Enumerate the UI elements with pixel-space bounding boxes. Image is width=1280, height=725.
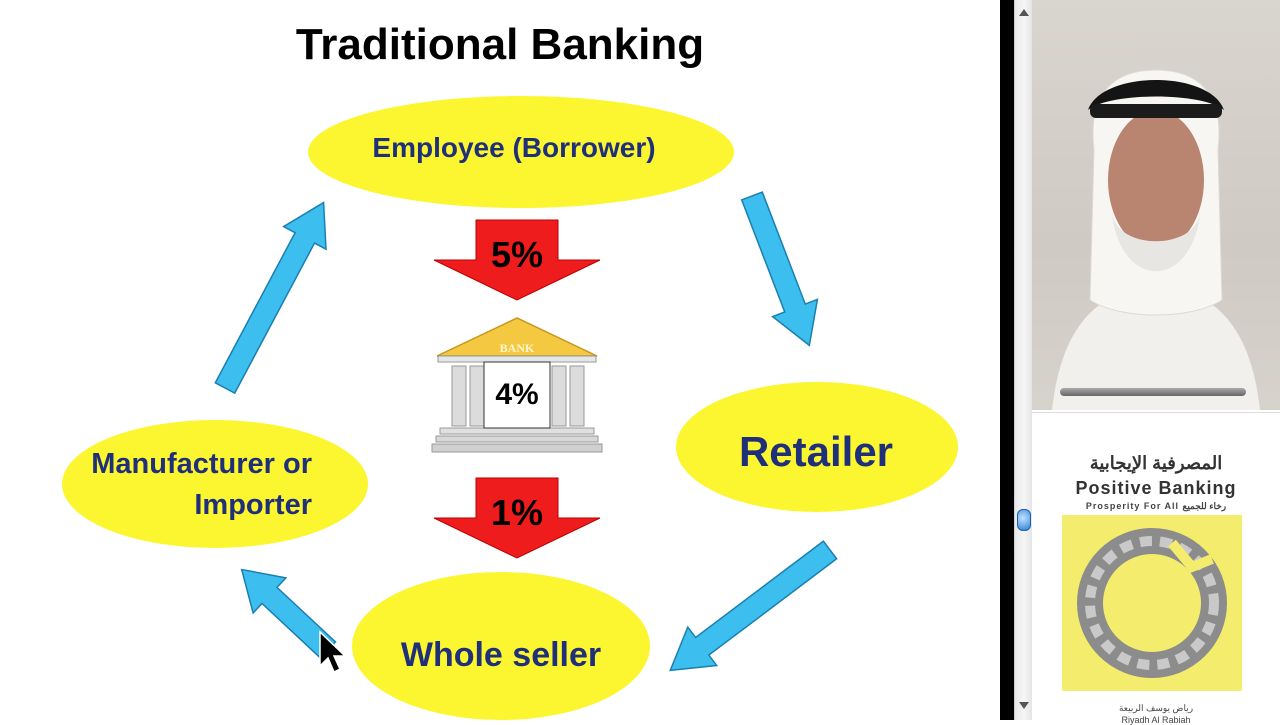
video-progress-bar[interactable] [1060, 388, 1246, 396]
book-subtitle-ar: رخاء للجميع [1182, 501, 1227, 511]
bank-icon: BANK [431, 317, 603, 453]
arrow-retailer-to-wholeseller [669, 540, 838, 672]
node-retailer [676, 382, 958, 512]
book-subtitle: Prosperity For All رخاء للجميع [1032, 501, 1280, 512]
book-cover-image [1062, 515, 1242, 691]
node-employee [308, 96, 734, 208]
node-retailer-label: Retailer [738, 428, 894, 475]
scroll-up-icon[interactable] [1015, 6, 1033, 20]
flow-arrows: BANK [214, 191, 838, 674]
book-subtitle-en: Prosperity For All [1085, 501, 1180, 511]
scroll-down-icon[interactable] [1015, 698, 1033, 712]
bank-sign-text: BANK [500, 341, 535, 355]
mouse-cursor-icon [319, 630, 347, 674]
node-wholeseller [352, 572, 650, 720]
slide-title: Traditional Banking [295, 20, 705, 69]
arrow-manufacturer-to-employee [214, 201, 327, 395]
arrow-employee-to-retailer [740, 191, 819, 347]
scrollbar-track[interactable] [1014, 0, 1033, 720]
node-employee-label: Employee (Borrower) [372, 132, 656, 163]
rate-bottom: 1% [490, 492, 544, 533]
scrollbar-thumb[interactable] [1017, 509, 1031, 531]
presentation-slide: Traditional Banking BANK [62, 20, 958, 720]
rate-top: 5% [490, 234, 544, 275]
node-wholeseller-label: Whole seller [400, 636, 602, 674]
book-advert: المصرفية الإيجابية Positive Banking Pros… [1032, 412, 1280, 725]
book-title: Positive Banking [1075, 478, 1237, 498]
arrow-wholeseller-to-manufacturer [240, 568, 337, 660]
node-manufacturer-label-line1: Manufacturer or [91, 448, 312, 480]
coin-ring-icon [1077, 528, 1227, 678]
node-manufacturer [62, 420, 368, 548]
window-divider [1000, 0, 1014, 720]
book-author: Riyadh Al Rabiah [1121, 715, 1191, 725]
rate-arrow-bottom [433, 477, 601, 559]
rate-bank: 4% [495, 378, 539, 411]
node-manufacturer-label-line2: Importer [194, 489, 312, 521]
webcam-video [1032, 0, 1280, 410]
rate-arrow-top [433, 219, 601, 301]
side-panel: المصرفية الإيجابية Positive Banking Pros… [1032, 0, 1280, 725]
book-arabic-title: المصرفية الإيجابية [1089, 453, 1223, 473]
book-author-arabic: رياض يوسف الربيعة [1118, 703, 1194, 713]
presenter-silhouette [1052, 69, 1260, 410]
